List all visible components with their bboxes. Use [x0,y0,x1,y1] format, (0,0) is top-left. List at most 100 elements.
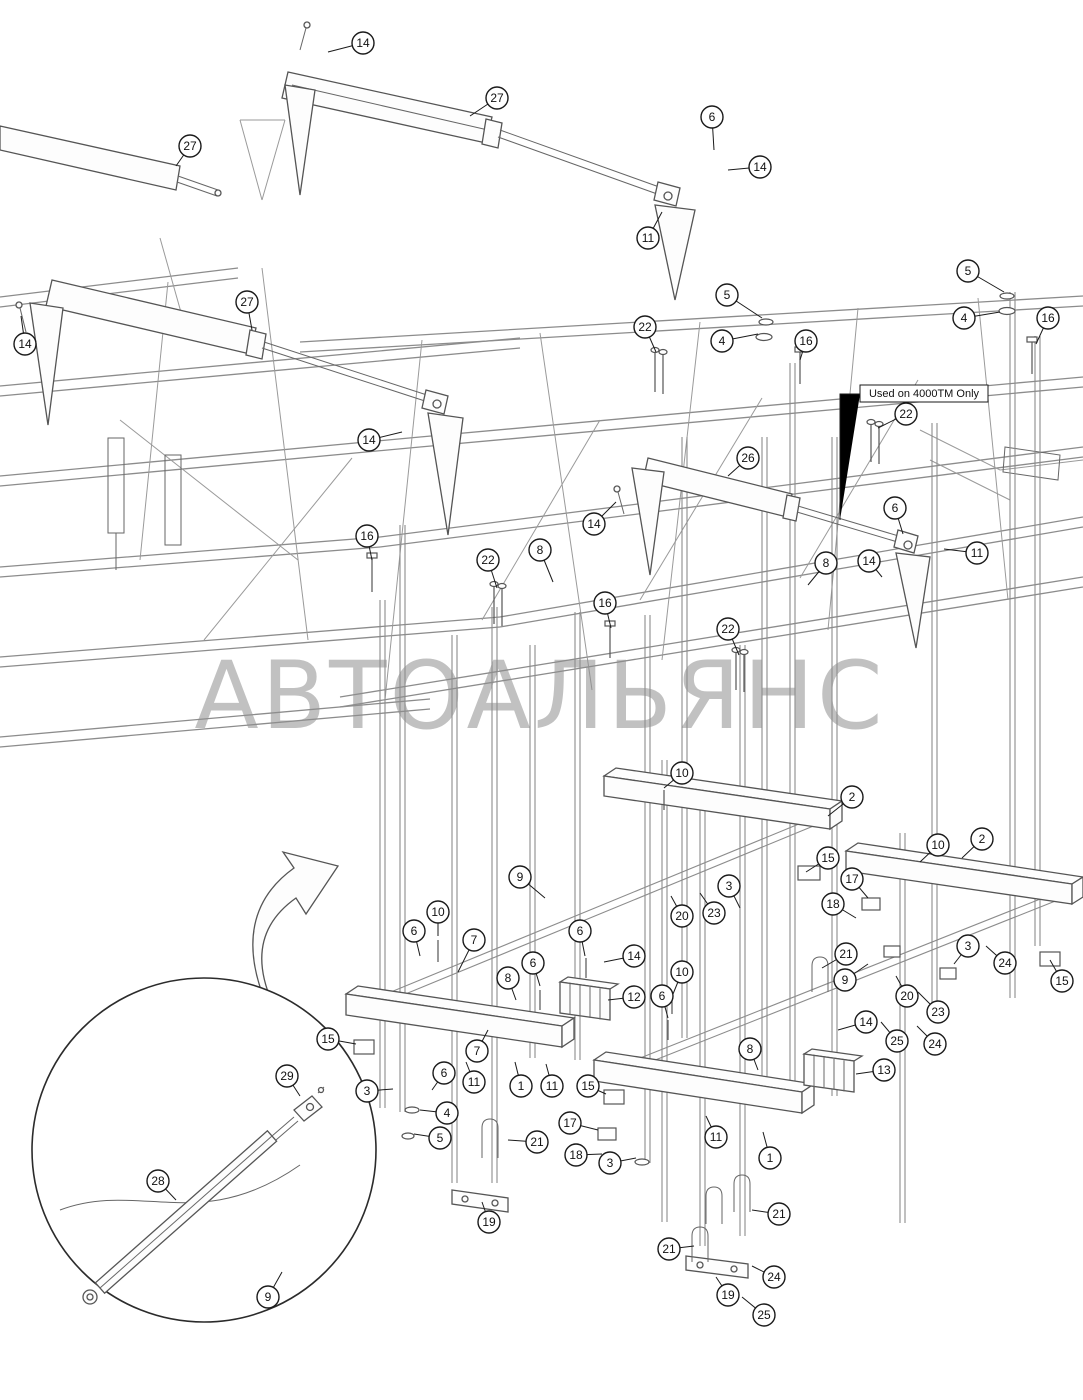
callout-circle [821,892,845,916]
frame-details [107,437,1061,570]
callout-number: 10 [675,766,689,780]
callout-circle [509,1074,533,1098]
callout-26: 26 [727,446,760,477]
callout-15: 15 [1049,959,1074,993]
callout-circle [956,934,980,958]
hydraulic-cylinder-26 [613,457,931,649]
callout-circle [496,966,520,990]
callout-circle [435,1101,459,1125]
callout-circle [477,1210,501,1234]
callout-number: 5 [965,264,972,278]
callout-number: 10 [431,905,445,919]
callout-circle [428,1126,452,1150]
callout-21: 21 [507,1130,549,1154]
watermark: АВТОАЛЬЯНС [194,642,885,751]
callout-number: 3 [726,879,733,893]
callout-circle [717,874,741,898]
callout-number: 11 [710,1130,723,1144]
callout-number: 1 [518,1079,525,1093]
callout-number: 6 [892,501,899,515]
callout-number: 19 [721,1288,735,1302]
callout-number: 11 [642,231,655,245]
callout-19: 19 [477,1201,501,1234]
callout-circle [650,984,674,1008]
callout-number: 24 [767,1270,781,1284]
hydraulic-cylinder-27-top [281,21,696,301]
callout-circle [965,541,989,565]
callout-number: 14 [753,160,767,174]
callout-6: 6 [402,919,426,957]
callout-14: 14 [603,944,646,968]
callout-number: 6 [577,924,584,938]
callout-6: 6 [431,1061,456,1091]
callout-number: 9 [517,870,524,884]
callout-circle [670,761,694,785]
callout-6: 6 [883,496,907,535]
callout-number: 27 [183,139,197,153]
callout-4: 4 [419,1101,459,1125]
callout-number: 15 [321,1032,335,1046]
callout-circle [275,1064,299,1088]
callout-11: 11 [636,211,663,250]
callout-circle [568,919,592,943]
callout-number: 27 [490,91,504,105]
callout-circle [178,134,202,158]
note-box: Used on 4000TM Only [839,384,989,520]
callout-number: 9 [842,973,849,987]
callout-1: 1 [758,1131,782,1170]
callout-circle [956,259,980,283]
callout-22: 22 [877,402,918,429]
callout-11: 11 [943,541,989,565]
callout-14: 14 [837,1010,878,1034]
callout-13: 13 [855,1058,896,1082]
callout-number: 22 [638,320,652,334]
callout-28: 28 [146,1169,177,1201]
callout-circle [508,865,532,889]
callout-circle [814,551,838,575]
callout-22: 22 [476,548,500,589]
callout-circle [857,549,881,573]
callout-number: 16 [360,529,374,543]
callout-number: 14 [862,554,876,568]
callout-10: 10 [426,900,450,936]
u-bolts [481,956,829,1262]
callout-number: 4 [719,334,726,348]
callout-number: 7 [471,933,478,947]
callout-number: 3 [965,939,972,953]
callout-21: 21 [751,1202,791,1226]
callout-number: 12 [627,990,641,1004]
callout-number: 26 [741,451,755,465]
callout-circle [146,1169,170,1193]
callout-circle [657,1237,681,1261]
callout-number: 6 [411,924,418,938]
callout-number: 15 [821,851,835,865]
callout-number: 24 [928,1037,942,1051]
callout-circle [816,846,840,870]
callout-circle [485,86,509,110]
callout-circle [952,306,976,330]
callout-5: 5 [956,259,1005,293]
callout-20: 20 [670,895,694,928]
callout-circle [633,315,657,339]
callout-16: 16 [1035,306,1060,345]
callout-number: 8 [505,971,512,985]
callout-circle [716,617,740,641]
callout-circle [738,1037,762,1061]
callout-circle [883,496,907,520]
note-box-frame [859,384,989,403]
callout-6: 6 [568,919,592,957]
callout-circle [926,1000,950,1024]
callout-circle [794,329,818,353]
callout-7: 7 [465,1029,489,1063]
callout-number: 29 [280,1069,294,1083]
callout-number: 21 [530,1135,544,1149]
callout-circle [521,951,545,975]
callout-number: 14 [362,433,376,447]
mounting-bars [344,767,1083,1115]
clamp-housing-12 [558,976,620,1021]
callout-number: 9 [265,1290,272,1304]
callout-number: 21 [839,947,853,961]
callout-circle [700,105,724,129]
callout-number: 14 [627,949,641,963]
